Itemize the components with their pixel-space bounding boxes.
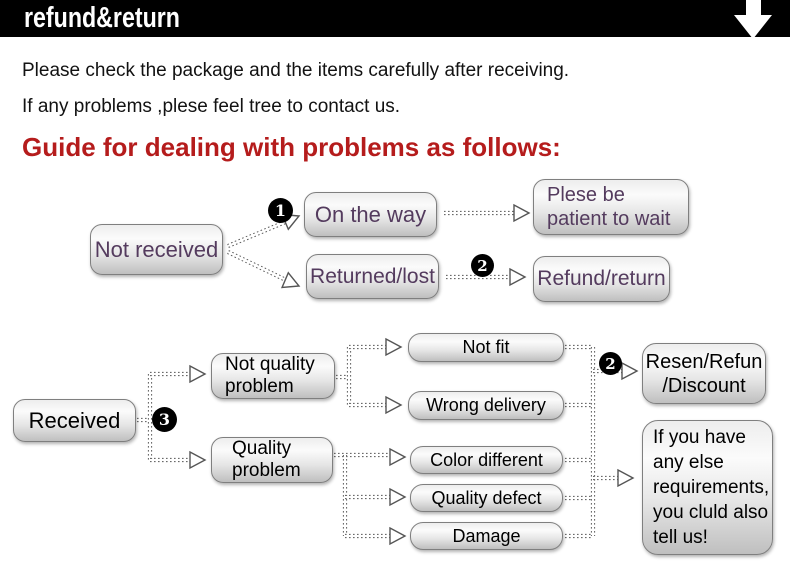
down-arrow-icon	[734, 0, 772, 39]
node-refund-return: Refund/return	[533, 256, 670, 302]
badge-step-2: 2	[471, 254, 494, 277]
badge-step-3: 3	[152, 407, 177, 432]
node-not-fit: Not fit	[408, 333, 564, 362]
node-returned-lost: Returned/lost	[306, 254, 439, 299]
badge-step-2b: 2	[599, 352, 622, 375]
node-patient-wait: Plese be patient to wait	[533, 179, 689, 235]
badge-step-1: 1	[268, 198, 293, 223]
node-wrong-delivery: Wrong delivery	[408, 391, 564, 420]
node-received: Received	[13, 399, 136, 442]
node-not-quality-problem: Not quality problem	[211, 353, 335, 399]
intro-line-2: If any problems ,plese feel tree to cont…	[22, 96, 401, 117]
node-on-the-way: On the way	[304, 192, 437, 237]
node-quality-problem: Quality problem	[211, 437, 333, 483]
banner-title: refund&return	[24, 2, 180, 34]
node-resend-refund-discount: Resen/Refun /Discount	[642, 343, 766, 404]
intro-line-1: Please check the package and the items c…	[22, 60, 570, 81]
node-color-different: Color different	[410, 446, 563, 474]
banner: refund&return	[0, 0, 790, 37]
node-quality-defect: Quality defect	[410, 484, 563, 512]
node-not-received: Not received	[90, 224, 223, 275]
node-other-requirements: If you have any else requirements, you c…	[642, 420, 773, 555]
node-damage: Damage	[410, 522, 563, 550]
guide-heading: Guide for dealing with problems as follo…	[22, 132, 561, 162]
